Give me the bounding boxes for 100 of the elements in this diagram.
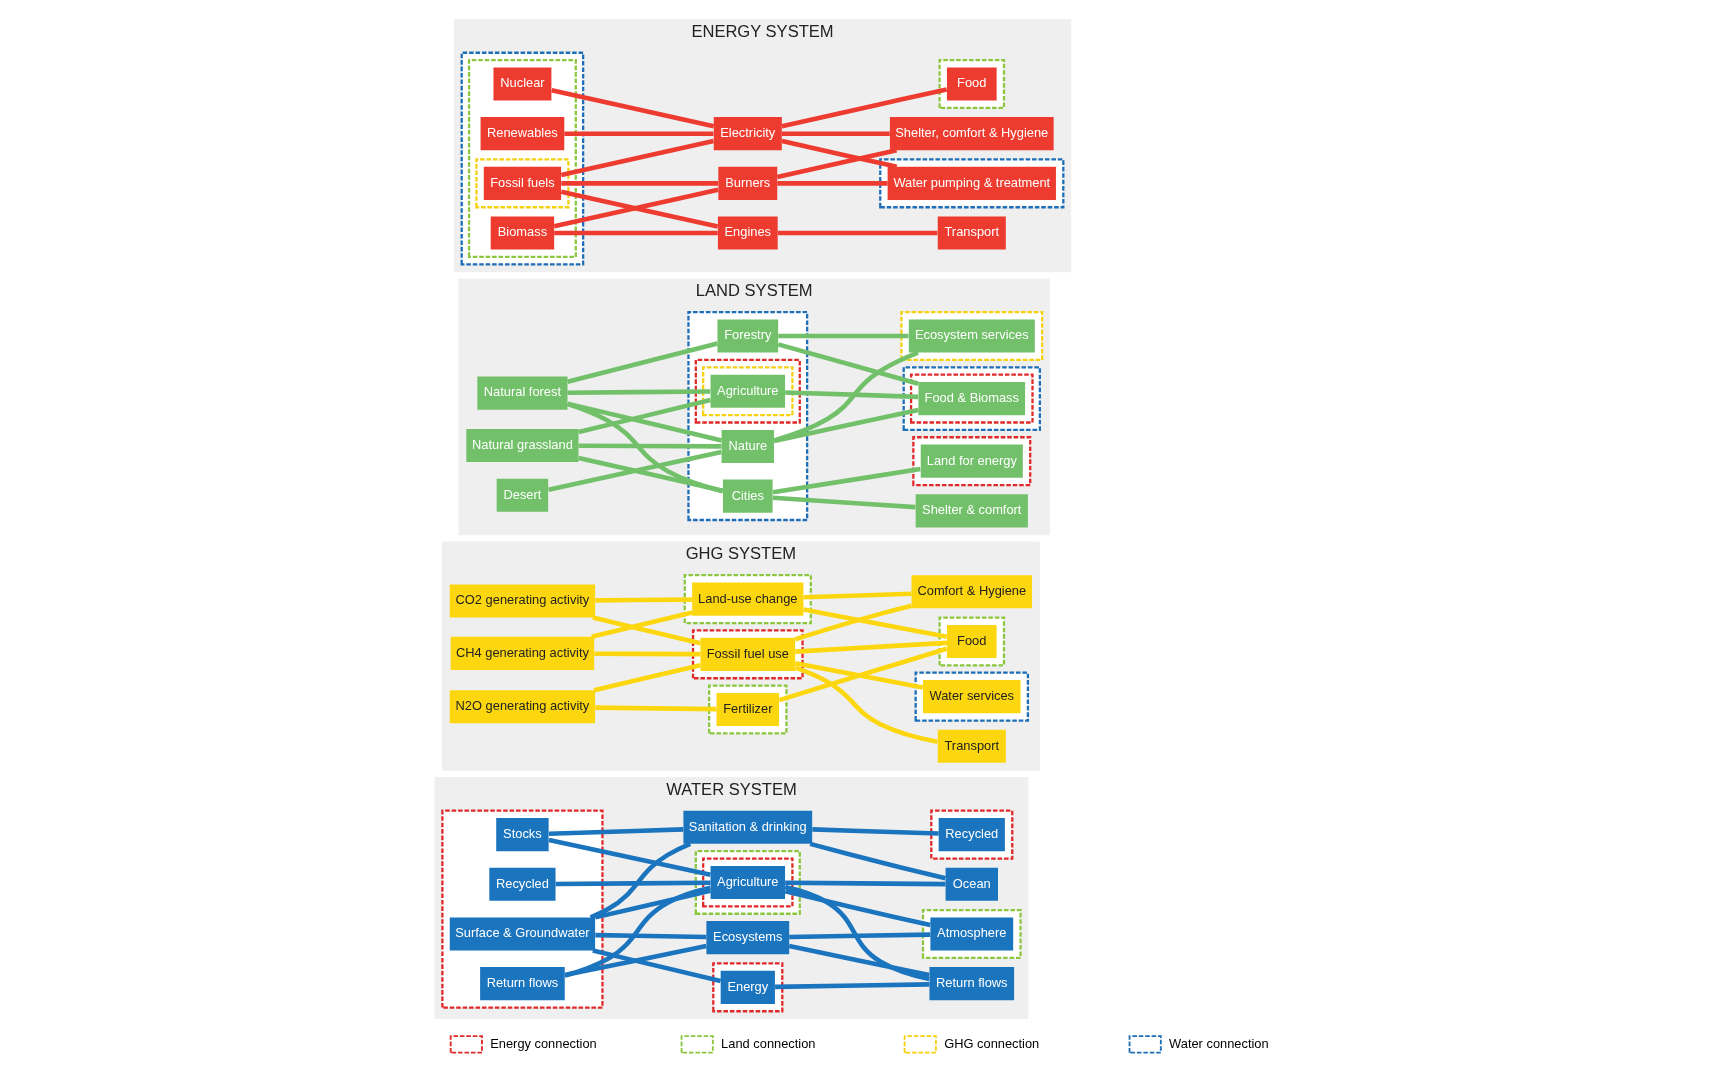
connector (561, 181, 719, 186)
connector (773, 407, 919, 444)
cluster (694, 358, 801, 424)
node-box: Biomass (490, 216, 555, 250)
connector (784, 884, 930, 982)
node-box: Desert (496, 478, 549, 512)
connector (803, 591, 912, 600)
connector (567, 389, 711, 395)
connector (781, 131, 890, 136)
node-box: Food (946, 624, 997, 658)
node-box: Ecosystems (706, 921, 790, 955)
connector (595, 597, 693, 603)
connector (554, 230, 718, 236)
connector (593, 663, 701, 693)
node-box: Shelter, comfort & Hygiene (889, 117, 1054, 151)
connector (788, 943, 930, 978)
connector (772, 466, 921, 495)
connector (594, 888, 711, 920)
node-box: Renewables (480, 117, 565, 151)
node-box: Atmosphere (930, 917, 1014, 951)
legend-label: GHG connection (944, 1035, 1040, 1051)
node-box: Food & Biomass (918, 382, 1026, 416)
node-box: Surface & Groundwater (449, 917, 596, 951)
cluster (912, 436, 1032, 487)
cluster (441, 809, 604, 1009)
connector (595, 932, 707, 940)
node-box: Burners (718, 166, 778, 200)
connector (564, 131, 714, 136)
cluster (694, 850, 801, 915)
node-box: Comfort & Hygiene (911, 575, 1033, 609)
legend-label: Land connection (721, 1035, 816, 1051)
connector (778, 646, 948, 703)
cluster (475, 158, 570, 209)
connector (777, 342, 919, 386)
connector (591, 610, 693, 640)
node-box: Transport (937, 216, 1006, 250)
node-box: Return flows (480, 967, 565, 1001)
connector (784, 889, 931, 928)
cluster (702, 366, 794, 417)
node-box: Recycled (489, 867, 556, 901)
cluster (691, 629, 804, 680)
connector (578, 397, 711, 435)
legend-label: Energy connection (490, 1035, 597, 1051)
connector (803, 607, 948, 640)
cluster (938, 58, 1006, 110)
connector (595, 705, 717, 712)
connector (564, 885, 711, 978)
connector (777, 230, 938, 236)
connector (567, 401, 724, 494)
connector (555, 880, 711, 887)
connector (773, 350, 919, 443)
node-box: Food (946, 67, 997, 101)
cluster (708, 684, 788, 735)
connector (589, 841, 692, 920)
connector (592, 615, 701, 646)
cluster (467, 58, 577, 259)
connector (560, 138, 714, 178)
node-box: Recycled (938, 818, 1005, 852)
connector (578, 443, 722, 449)
node-box: Transport (937, 729, 1006, 763)
cluster (460, 51, 585, 266)
connector (812, 827, 939, 836)
connector (794, 603, 913, 642)
connector (785, 880, 946, 887)
node-box: Nuclear (493, 67, 552, 101)
connector (785, 390, 919, 400)
node-box: Fertilizer (716, 692, 780, 727)
connector (578, 455, 724, 493)
connector (566, 341, 718, 385)
legend-label: Water connection (1169, 1035, 1269, 1051)
connector (789, 932, 931, 940)
node-box: CH4 generating activity (450, 636, 595, 670)
node-box: Ocean (945, 867, 998, 901)
cluster (702, 857, 794, 908)
cluster (930, 809, 1014, 860)
node-box: Agriculture (710, 374, 786, 408)
node-box: Land-use change (692, 582, 804, 616)
node-box: Electricity (713, 117, 782, 151)
cluster (902, 366, 1041, 432)
connector (781, 138, 898, 170)
connector (794, 665, 938, 745)
node-box: Water pumping & treatment (887, 166, 1056, 200)
connector (548, 827, 684, 837)
cluster (683, 574, 812, 625)
node-box: Ecosystem services (908, 319, 1035, 353)
node-box: Return flows (929, 967, 1015, 1001)
connector (809, 841, 946, 881)
connector (564, 943, 707, 978)
connector (772, 495, 916, 510)
node-box: N2O generating activity (449, 690, 596, 724)
cluster (900, 311, 1044, 362)
node-box: Land for energy (920, 444, 1023, 478)
node-box: Natural forest (477, 376, 568, 410)
cluster (938, 616, 1006, 667)
cluster (879, 158, 1065, 209)
connector (777, 181, 888, 186)
node-box: Fossil fuel use (700, 637, 796, 671)
node-box: Engines (717, 216, 778, 250)
cluster (921, 908, 1022, 960)
node-box: Nature (721, 429, 774, 463)
